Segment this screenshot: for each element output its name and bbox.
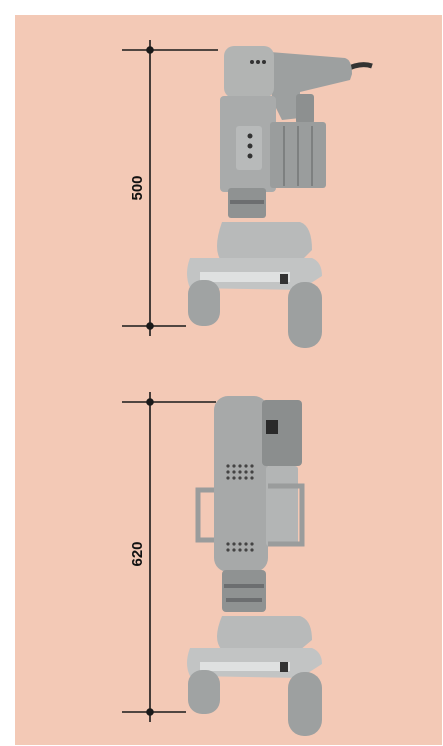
top-dimension-label: 500 [129, 175, 146, 201]
straight-torque-wrench-icon [187, 396, 322, 736]
top-dim-upper-dot [146, 46, 154, 54]
bottom-dim-upper-dot [146, 398, 154, 406]
top-dimension [122, 40, 218, 336]
pistol-grip-torque-wrench-icon [187, 46, 373, 348]
bottom-dim-lower-dot [146, 708, 154, 716]
bottom-dimension [122, 392, 216, 722]
top-dim-lower-dot [146, 322, 154, 330]
bottom-dimension-label: 620 [129, 541, 146, 567]
